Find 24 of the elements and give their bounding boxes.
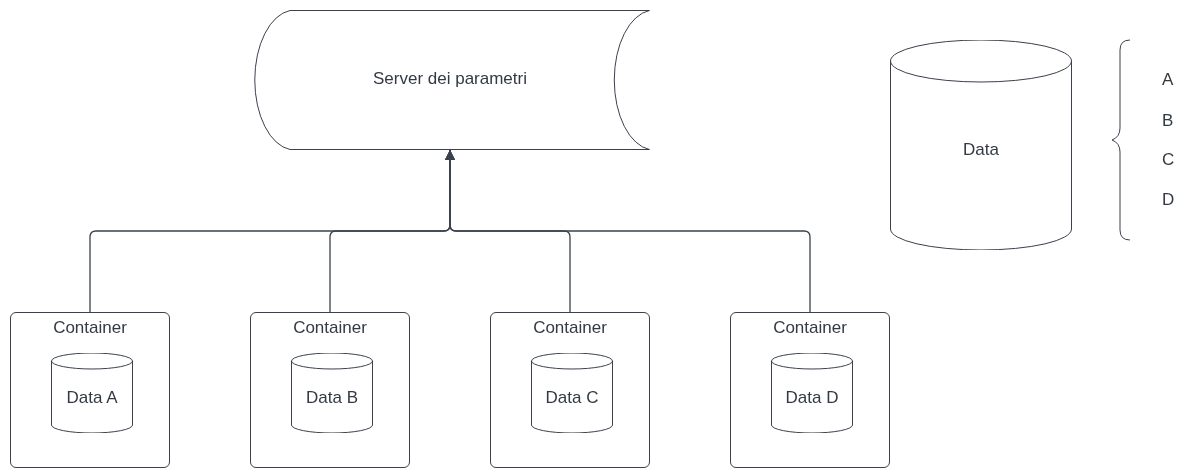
- container-box: [490, 312, 650, 468]
- legend-letter: B: [1162, 110, 1174, 132]
- database-cylinder: [51, 353, 133, 433]
- node-label: Container: [52, 317, 128, 339]
- legend-letter: C: [1162, 149, 1175, 171]
- legend-letter: D: [1162, 189, 1175, 211]
- node-label: Container: [532, 317, 608, 339]
- node-label: Data: [962, 139, 1000, 161]
- legend-letter: A: [1162, 69, 1174, 91]
- node-label: Data B: [305, 387, 359, 409]
- node-label: Container: [772, 317, 848, 339]
- container-box: [250, 312, 410, 468]
- database-cylinder: [890, 40, 1072, 250]
- database-cylinder: [771, 353, 853, 433]
- node-label: Data C: [544, 387, 600, 409]
- database-cylinder: [531, 353, 613, 433]
- container-box: [10, 312, 170, 468]
- node-label: Data D: [784, 387, 840, 409]
- container-box: [730, 312, 890, 468]
- node-label: Container: [292, 317, 368, 339]
- database-cylinder: [291, 353, 373, 433]
- node-label: Data A: [65, 387, 119, 409]
- connector-arrow: [445, 149, 811, 313]
- node-label: Server dei parametri: [372, 68, 528, 90]
